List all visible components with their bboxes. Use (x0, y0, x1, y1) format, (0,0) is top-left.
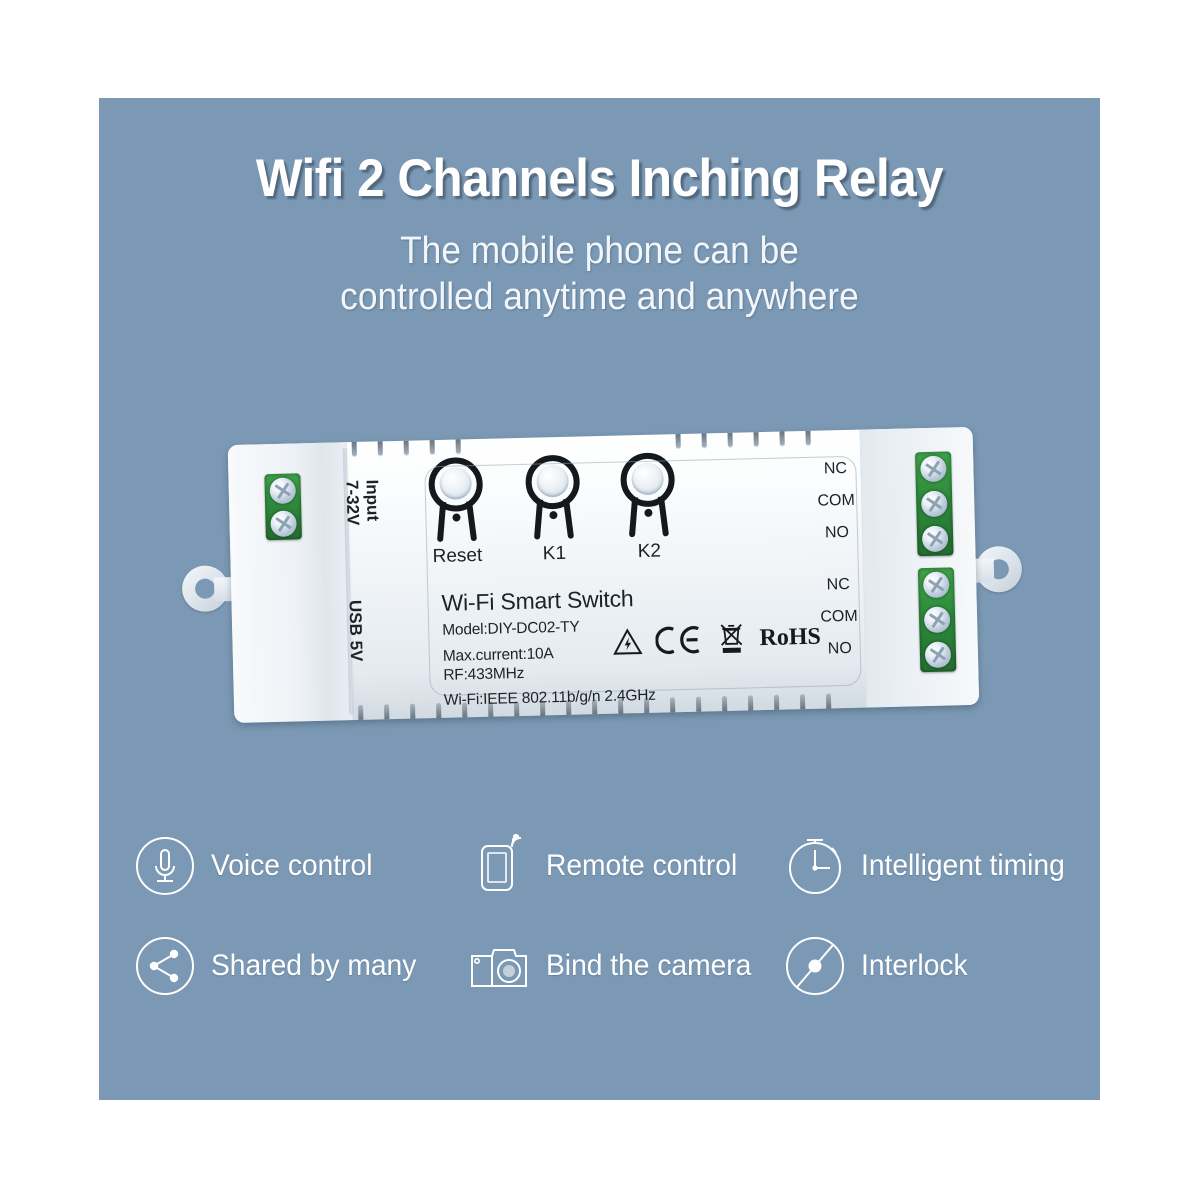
feature-label: Bind the camera (546, 949, 752, 982)
feature-remote-control[interactable]: Remote control (464, 830, 779, 902)
vent-slot (721, 695, 728, 714)
feature-voice-control[interactable]: Voice control (129, 830, 464, 902)
vent-slot (351, 439, 357, 458)
spec-rf: RF:433MHz (443, 664, 525, 684)
vent-slot (773, 694, 780, 712)
vent-slot (675, 432, 681, 450)
vent-slot (384, 704, 390, 722)
vent-slot (695, 696, 702, 714)
feature-shared-by-many[interactable]: Shared by many (129, 930, 464, 1002)
product-banner-panel: Wifi 2 Channels Inching Relay The mobile… (99, 98, 1100, 1100)
vent-group-top-right (675, 428, 811, 450)
terminal-label-com-2: COM (820, 607, 858, 626)
vent-slot (455, 437, 461, 455)
vent-slot (805, 428, 811, 446)
vent-slot (436, 702, 442, 721)
terminal-screw[interactable] (269, 476, 297, 504)
feature-interlock[interactable]: Interlock (779, 930, 1099, 1002)
vent-slot (825, 693, 832, 711)
feature-label: Remote control (546, 849, 738, 882)
power-terminal-block[interactable] (264, 473, 302, 541)
certification-marks: RoHS (612, 621, 821, 658)
vent-slot (403, 438, 409, 456)
feature-list: Voice control Remote control (129, 816, 1100, 1016)
terminal-label-com-1: COM (817, 491, 856, 510)
relay-terminal-block-1[interactable] (915, 451, 954, 557)
feature-row-2: Shared by many Bind the camera (129, 916, 1100, 1016)
vent-slot (779, 429, 785, 447)
terminal-screw[interactable] (924, 641, 952, 668)
feature-label: Voice control (211, 849, 373, 882)
feature-label: Interlock (861, 949, 968, 982)
terminal-screw[interactable] (923, 606, 951, 634)
product-name: Wi-Fi Smart Switch (441, 585, 634, 616)
vent-slot (727, 430, 733, 448)
usb-label: USB 5V (345, 599, 366, 662)
input-voltage-label: 7-32V (342, 479, 363, 526)
terminal-screw[interactable] (270, 509, 297, 537)
device-photo: Input 7-32V USB 5V Reset K1 (181, 418, 1023, 738)
vent-group-top-left (351, 437, 461, 458)
terminal-label-nc-2: NC (826, 575, 850, 594)
weee-crossed-bin-icon (720, 623, 743, 654)
vent-slot (429, 438, 435, 456)
vent-slot (669, 697, 676, 715)
vent-slot (358, 704, 364, 722)
device-case: Input 7-32V USB 5V Reset K1 (227, 426, 980, 723)
microphone-icon (129, 830, 201, 902)
vent-slot (701, 431, 707, 449)
share-icon (129, 930, 201, 1002)
subtitle-line-2: controlled anytime and anywhere (340, 276, 859, 318)
terminal-label-no-2: NO (827, 639, 853, 658)
feature-label: Intelligent timing (861, 849, 1065, 882)
feature-bind-the-camera[interactable]: Bind the camera (464, 930, 779, 1002)
vent-slot (747, 695, 754, 713)
terminal-screw[interactable] (921, 525, 949, 552)
page-title: Wifi 2 Channels Inching Relay (255, 149, 944, 208)
feature-intelligent-timing[interactable]: Intelligent timing (779, 830, 1099, 902)
terminal-screw[interactable] (920, 455, 947, 483)
terminal-label-nc-1: NC (823, 459, 848, 478)
high-voltage-warning-icon (613, 627, 643, 655)
subtitle-line-1: The mobile phone can be (400, 230, 799, 272)
clock-icon (779, 830, 851, 902)
page-subtitle: The mobile phone can be controlled anyti… (134, 228, 1065, 320)
ce-mark-icon (655, 626, 700, 654)
vent-slot (377, 439, 383, 457)
vent-slot (799, 694, 806, 712)
feature-label: Shared by many (211, 949, 417, 982)
phone-wifi-icon (464, 830, 536, 902)
terminal-label-no-1: NO (824, 523, 850, 542)
relay-terminal-block-2[interactable] (917, 567, 957, 673)
terminal-screw[interactable] (920, 490, 948, 518)
terminal-screw[interactable] (922, 571, 950, 599)
feature-row-1: Voice control Remote control (129, 816, 1100, 916)
camera-icon (464, 930, 536, 1002)
vent-slot (753, 430, 759, 448)
vent-slot (410, 703, 416, 721)
input-label: Input (362, 479, 383, 522)
interlock-icon (779, 930, 851, 1002)
